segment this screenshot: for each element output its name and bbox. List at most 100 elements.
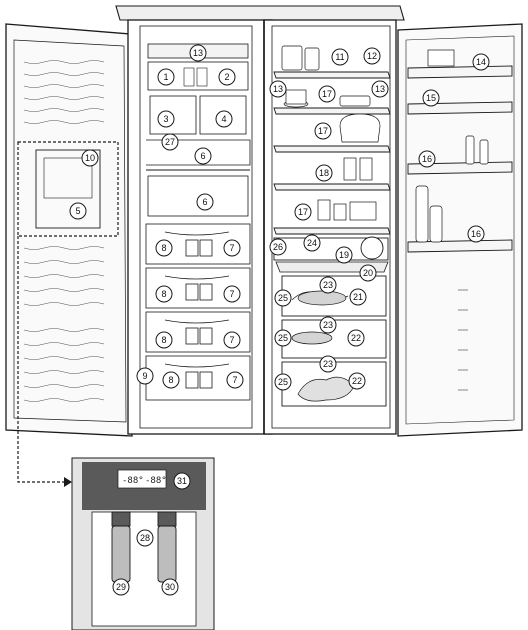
ice-bin-right (199, 95, 247, 135)
callout-31: 31 (173, 472, 191, 490)
callout-15: 15 (422, 89, 440, 107)
svg-text:8: 8 (161, 289, 166, 299)
dispenser-recess-inner (91, 511, 197, 627)
svg-text:13: 13 (375, 84, 385, 94)
callout-23: 23 (319, 316, 337, 334)
callout-19: 19 (335, 246, 353, 264)
svg-text:25: 25 (278, 377, 288, 387)
svg-text:13: 13 (273, 84, 283, 94)
callout-7: 7 (226, 371, 244, 389)
svg-text:7: 7 (229, 335, 234, 345)
freezer-compartment (139, 25, 253, 429)
svg-text:10: 10 (85, 153, 95, 163)
callout-24: 24 (303, 234, 321, 252)
callout-18: 18 (315, 164, 333, 182)
callout-4: 4 (215, 110, 233, 128)
callout-7: 7 (223, 239, 241, 257)
callout-22: 22 (347, 329, 365, 347)
callout-25: 25 (274, 373, 292, 391)
svg-text:8: 8 (161, 335, 166, 345)
svg-text:5: 5 (75, 206, 80, 216)
fridge-compartment (271, 25, 391, 429)
svg-text:13: 13 (193, 48, 203, 58)
callout-23: 23 (319, 355, 337, 373)
svg-text:8: 8 (161, 243, 166, 253)
svg-text:28: 28 (140, 533, 150, 543)
callout-12: 12 (363, 47, 381, 65)
fridge-door (397, 23, 523, 437)
svg-text:16: 16 (471, 229, 481, 239)
svg-text:23: 23 (323, 359, 333, 369)
callout-7: 7 (223, 331, 241, 349)
svg-text:3: 3 (163, 114, 168, 124)
svg-text:26: 26 (273, 242, 283, 252)
freezer-drawers (145, 223, 251, 401)
callout-22: 22 (348, 372, 366, 390)
callout-3: 3 (157, 110, 175, 128)
callout-11: 11 (331, 48, 349, 66)
svg-text:30: 30 (165, 582, 175, 592)
svg-text:27: 27 (165, 137, 175, 147)
svg-text:6: 6 (202, 197, 207, 207)
svg-text:7: 7 (229, 243, 234, 253)
svg-text:9: 9 (142, 371, 147, 381)
water-outlet (111, 511, 131, 583)
svg-text:8: 8 (168, 375, 173, 385)
svg-text:11: 11 (335, 52, 344, 62)
svg-text:7: 7 (232, 375, 237, 385)
svg-text:22: 22 (352, 376, 362, 386)
glass-shelves (273, 71, 391, 235)
svg-text:15: 15 (426, 93, 436, 103)
freezer-door (5, 23, 133, 437)
callout-8: 8 (155, 331, 173, 349)
display-freezer-temp: -88° (122, 476, 144, 486)
leader-line (17, 236, 64, 483)
callout-13: 13 (269, 80, 287, 98)
callout-17: 17 (318, 85, 336, 103)
svg-text:7: 7 (229, 289, 234, 299)
callout-17: 17 (294, 203, 312, 221)
callout-8: 8 (162, 371, 180, 389)
callout-2: 2 (218, 68, 236, 86)
svg-text:24: 24 (307, 238, 317, 248)
callout-28: 28 (136, 529, 154, 547)
shelf-items (281, 45, 381, 221)
callout-16: 16 (418, 150, 436, 168)
callout-7: 7 (223, 285, 241, 303)
svg-text:12: 12 (367, 51, 377, 61)
svg-text:19: 19 (339, 250, 349, 260)
door-bins (407, 65, 513, 253)
callout-13: 13 (189, 44, 207, 62)
dispenser-dashed-outline (17, 141, 119, 237)
dispenser-inset: -88° -88° (71, 457, 215, 630)
svg-text:14: 14 (476, 57, 486, 67)
svg-text:20: 20 (363, 268, 373, 278)
svg-text:21: 21 (353, 292, 363, 302)
svg-text:17: 17 (318, 126, 328, 136)
svg-text:16: 16 (422, 154, 432, 164)
callout-5: 5 (69, 202, 87, 220)
callout-16: 16 (467, 225, 485, 243)
callout-26: 26 (269, 238, 287, 256)
svg-text:17: 17 (322, 89, 332, 99)
svg-text:1: 1 (163, 72, 168, 82)
callout-30: 30 (161, 578, 179, 596)
svg-text:6: 6 (200, 151, 205, 161)
svg-text:2: 2 (224, 72, 229, 82)
callout-1: 1 (157, 68, 175, 86)
freezer-shelf (147, 175, 249, 217)
door-bottles (415, 49, 489, 243)
callout-8: 8 (155, 239, 173, 257)
callout-17: 17 (314, 122, 332, 140)
leader-arrow (64, 477, 72, 487)
callout-25: 25 (274, 289, 292, 307)
svg-text:23: 23 (323, 320, 333, 330)
ice-outlet (157, 511, 177, 583)
callout-29: 29 (112, 578, 130, 596)
svg-text:17: 17 (298, 207, 308, 217)
display-fridge-temp: -88° (145, 476, 167, 486)
callout-8: 8 (155, 285, 173, 303)
callout-10: 10 (81, 149, 99, 167)
ice-bin-left (149, 95, 197, 135)
svg-text:31: 31 (177, 476, 187, 486)
